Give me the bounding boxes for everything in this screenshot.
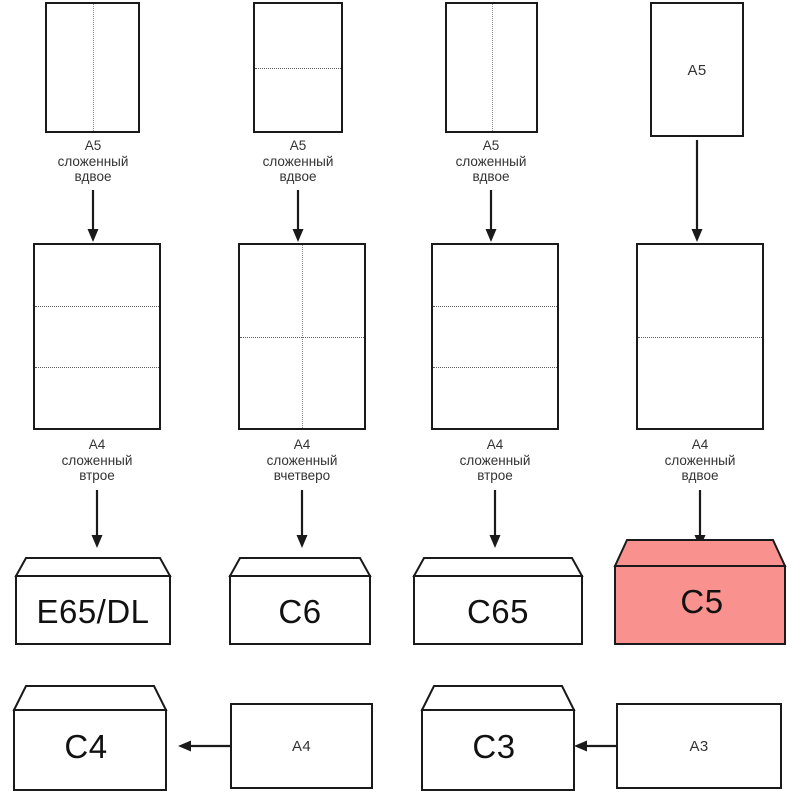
fold-line-vertical (491, 4, 493, 131)
caption-col2-step1: A5 сложенный вдвое (262, 138, 334, 184)
paper-a5-col1 (45, 2, 140, 133)
paper-a3-landscape: A3 (616, 703, 782, 789)
paper-a5-col4: A5 (650, 2, 744, 137)
fold-line-vertical (302, 245, 303, 428)
arrow-down-col3-step1 (485, 190, 497, 242)
fold-line-vertical (92, 4, 94, 131)
caption-col4-step2: A4 сложенный вдвое (664, 437, 736, 483)
caption-col3-step1: A5 сложенный вдвое (455, 138, 527, 184)
envelope-c65[interactable]: C65 (406, 556, 590, 646)
paper-label-a5: A5 (687, 62, 707, 79)
envelope-e65-dl[interactable]: E65/DL (6, 556, 180, 646)
envelope-label: C5 (680, 583, 724, 620)
envelope-c3[interactable]: C3 (414, 680, 590, 795)
caption-col1-step2: A4 сложенный втрое (61, 437, 133, 483)
envelope-label: C65 (466, 593, 530, 630)
arrow-down-col2-step2 (296, 490, 308, 548)
fold-line-horizontal (433, 366, 557, 368)
envelope-label: C6 (278, 593, 322, 630)
arrow-down-col1-step1 (87, 190, 99, 242)
caption-col3-step2: A4 сложенный втрое (459, 437, 531, 483)
arrow-down-col1-step2 (91, 490, 103, 548)
envelope-label: C3 (472, 728, 516, 765)
paper-label-a3: A3 (689, 738, 709, 755)
envelope-c5[interactable]: C5 (607, 536, 797, 646)
fold-line-horizontal (638, 336, 762, 338)
caption-col1-step1: A5 сложенный вдвое (57, 138, 129, 184)
arrow-down-col3-step2 (489, 490, 501, 548)
arrow-down-col2-step1 (292, 190, 304, 242)
envelope-c4[interactable]: C4 (6, 680, 182, 795)
fold-line-horizontal (255, 67, 341, 69)
paper-a4-landscape: A4 (230, 703, 373, 789)
envelope-c6[interactable]: C6 (222, 556, 378, 646)
paper-a5-col3 (445, 2, 538, 133)
paper-a5-col2 (253, 2, 343, 133)
paper-a4-col2 (238, 243, 366, 430)
envelope-label: E65/DL (36, 593, 150, 630)
arrow-down-col4-step1 (691, 140, 703, 242)
paper-a4-col3 (431, 243, 559, 430)
fold-line-horizontal (35, 366, 159, 368)
fold-line-horizontal (35, 305, 159, 307)
caption-col2-step2: A4 сложенный вчетверо (266, 437, 338, 483)
paper-a4-col4 (636, 243, 764, 430)
paper-label-a4: A4 (292, 738, 311, 755)
paper-a4-col1 (33, 243, 161, 430)
fold-line-horizontal (433, 305, 557, 307)
arrow-left-a4-to-c4 (178, 740, 230, 752)
envelope-label: C4 (64, 728, 108, 765)
